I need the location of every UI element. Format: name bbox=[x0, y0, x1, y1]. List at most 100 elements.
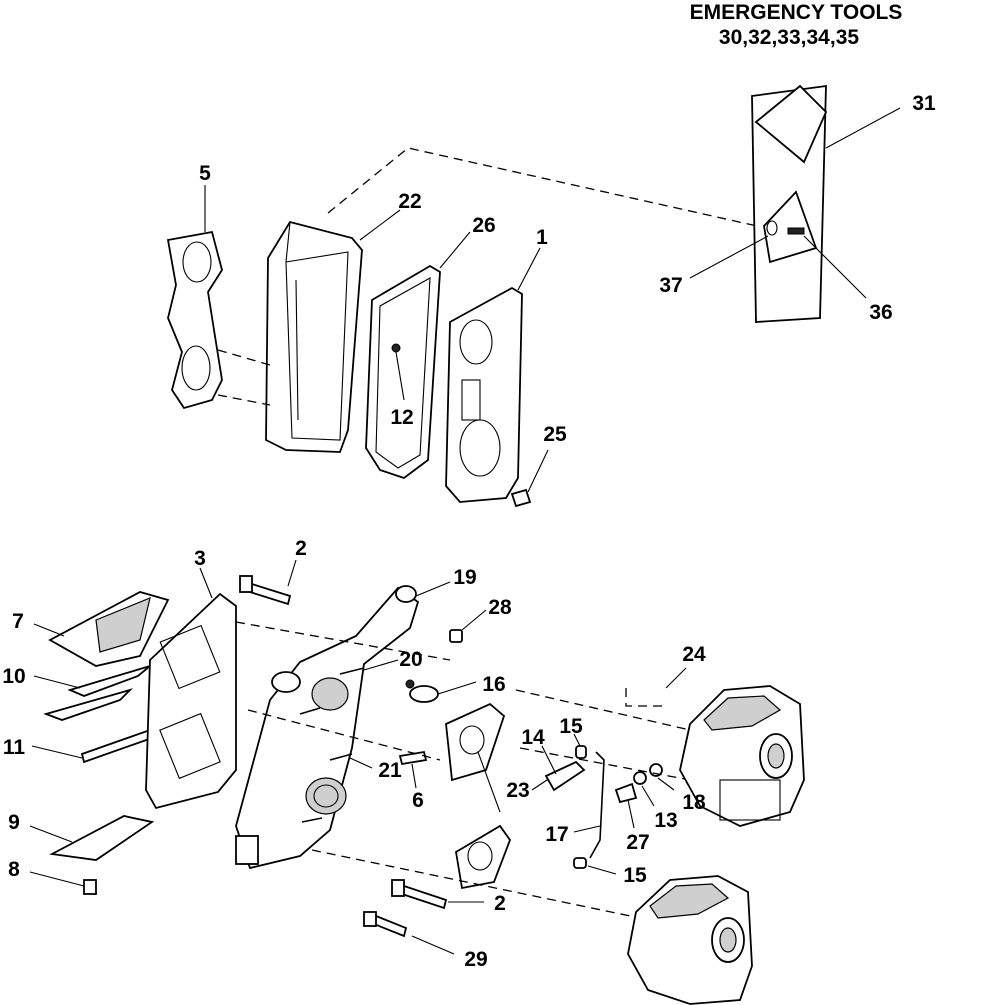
callout-10: 10 bbox=[2, 665, 25, 688]
callout-1: 1 bbox=[536, 226, 548, 249]
leader-12 bbox=[395, 351, 405, 401]
leader-20 bbox=[363, 659, 399, 671]
part-9-plate bbox=[49, 815, 155, 861]
alignment-dash-5b bbox=[217, 394, 271, 406]
part-25-bolt bbox=[510, 488, 532, 508]
callout-18: 18 bbox=[682, 791, 706, 814]
leader-15-upper bbox=[573, 733, 581, 747]
leader-15-lower bbox=[587, 865, 617, 875]
leader-21 bbox=[349, 757, 373, 769]
part-10-reeds bbox=[43, 665, 151, 721]
callout-13: 13 bbox=[654, 809, 677, 832]
leader-31 bbox=[825, 107, 901, 149]
part-15-cap-upper bbox=[575, 745, 587, 759]
leader-14 bbox=[541, 745, 557, 775]
leader-28 bbox=[461, 609, 487, 631]
alignment-dash-5a bbox=[217, 349, 271, 366]
leader-17 bbox=[573, 825, 601, 833]
part-8-screw bbox=[83, 879, 97, 895]
callout-21: 21 bbox=[378, 759, 402, 782]
leader-16 bbox=[437, 681, 477, 695]
part-16-o-ring bbox=[405, 679, 439, 703]
leader-1 bbox=[517, 247, 541, 291]
callout-36: 36 bbox=[869, 301, 892, 324]
emergency-tools-title: EMERGENCY TOOLS bbox=[690, 1, 903, 24]
part-27-screw bbox=[614, 782, 638, 804]
alignment-dash-lower-5 bbox=[311, 849, 641, 919]
callout-31: 31 bbox=[912, 92, 936, 115]
callout-29: 29 bbox=[464, 948, 487, 971]
part-2-bolt-upper bbox=[239, 575, 292, 606]
callout-17: 17 bbox=[545, 823, 568, 846]
leader-23 bbox=[477, 751, 501, 813]
leader-3 bbox=[199, 567, 213, 599]
part-12-screw bbox=[391, 343, 401, 353]
callout-7: 7 bbox=[12, 610, 24, 633]
part-23-gaskets bbox=[445, 702, 512, 890]
part-31-emergency-tool bbox=[751, 84, 828, 323]
callout-2-upper: 2 bbox=[295, 537, 307, 560]
part-6-screw bbox=[398, 750, 428, 766]
part-22-housing bbox=[265, 220, 363, 453]
part-7-reed-block bbox=[48, 591, 170, 667]
part-24-carburetor-lower bbox=[627, 875, 753, 1005]
callout-12: 12 bbox=[390, 406, 413, 429]
part-13-washer bbox=[633, 771, 647, 785]
leader-9 bbox=[29, 825, 73, 843]
manifold-studs bbox=[299, 667, 365, 823]
part-19-manifold bbox=[235, 585, 420, 870]
leader-25 bbox=[527, 449, 549, 493]
leader-22 bbox=[359, 209, 401, 241]
leader-7 bbox=[33, 623, 65, 637]
leader-18 bbox=[657, 777, 675, 791]
part-36-screw bbox=[787, 227, 805, 235]
callout-9: 9 bbox=[8, 811, 20, 834]
part-24-carburetor-upper bbox=[679, 685, 805, 827]
part-5-gasket bbox=[166, 230, 223, 410]
callout-5: 5 bbox=[199, 162, 211, 185]
leader-8 bbox=[29, 871, 85, 887]
callout-26: 26 bbox=[472, 214, 495, 237]
leader-24 bbox=[665, 667, 687, 689]
part-17-rod bbox=[589, 751, 605, 859]
callout-14: 14 bbox=[521, 726, 545, 749]
callout-27: 27 bbox=[626, 831, 649, 854]
part-11-stop bbox=[80, 728, 154, 764]
callout-25: 25 bbox=[543, 423, 567, 446]
leader-26 bbox=[439, 231, 471, 269]
callout-15-upper: 15 bbox=[559, 715, 583, 738]
callout-6: 6 bbox=[412, 789, 424, 812]
callout-3: 3 bbox=[194, 547, 206, 570]
leader-10 bbox=[33, 675, 81, 689]
leader-37 bbox=[689, 235, 769, 279]
callout-11: 11 bbox=[3, 736, 26, 759]
callout-19: 19 bbox=[453, 566, 476, 589]
leader-19 bbox=[415, 581, 451, 597]
alignment-dash-24 bbox=[625, 688, 662, 707]
leader-2-upper bbox=[287, 559, 297, 587]
callout-2-lower: 2 bbox=[494, 892, 506, 915]
alignment-dash-lower-1 bbox=[235, 621, 451, 661]
callout-24: 24 bbox=[682, 643, 706, 666]
leader-29 bbox=[411, 935, 455, 955]
callout-22: 22 bbox=[398, 190, 421, 213]
callout-28: 28 bbox=[488, 596, 512, 619]
leader-11 bbox=[31, 745, 83, 759]
callout-16: 16 bbox=[482, 673, 505, 696]
callout-15-lower: 15 bbox=[623, 864, 647, 887]
part-29-bolt bbox=[363, 911, 408, 938]
leader-27 bbox=[627, 799, 635, 829]
callout-20: 20 bbox=[399, 648, 422, 671]
callout-37: 37 bbox=[659, 274, 682, 297]
part-2-bolt-lower bbox=[391, 879, 448, 910]
part-3-gasket bbox=[145, 592, 237, 810]
emergency-tools-parts: 30,32,33,34,35 bbox=[719, 26, 859, 49]
alignment-dash-lower-2 bbox=[515, 689, 691, 731]
alignment-dash-top bbox=[327, 147, 776, 231]
part-28-plug bbox=[449, 629, 463, 643]
leader-36 bbox=[803, 235, 867, 299]
part-15-cap-lower bbox=[573, 857, 587, 869]
leader-13 bbox=[641, 785, 655, 807]
part-14-link bbox=[544, 760, 586, 792]
